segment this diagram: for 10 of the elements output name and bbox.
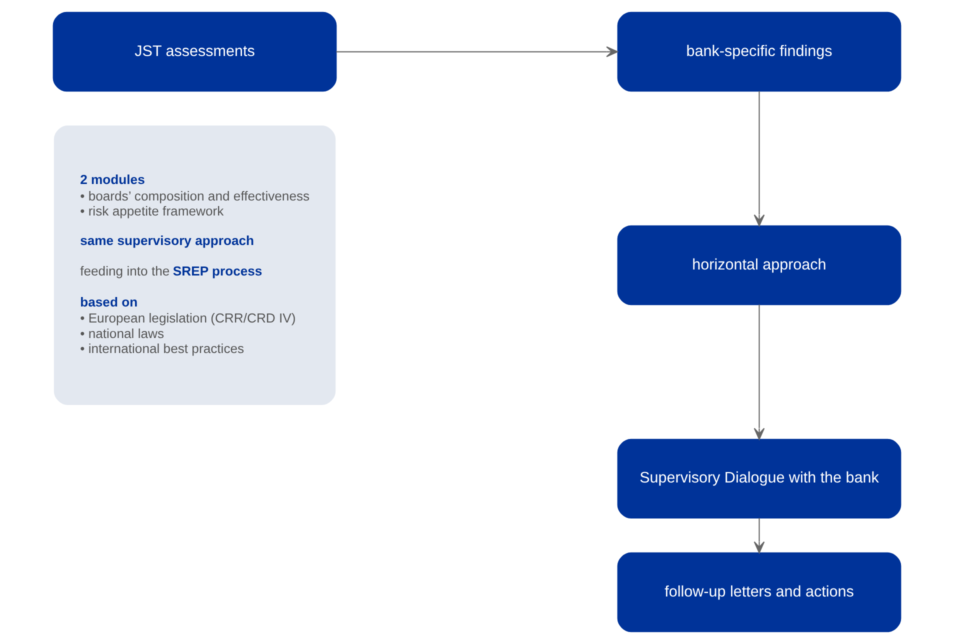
arrow: [753, 518, 764, 554]
node-box: horizontal approach: [616, 225, 901, 306]
node-box: JST assessments: [52, 12, 336, 92]
node-box: follow-up letters and actions: [616, 552, 901, 632]
node-box: Supervisory Dialogue with the bank: [616, 438, 901, 519]
arrow: [753, 304, 764, 440]
node-box: bank-specific findings: [616, 12, 901, 92]
arrow: [336, 46, 618, 58]
node-box: 2 modules • boards’ composition and effectiveness • risk appetite framework same supervisory approach feeding into the SREP process based on • European legislation (CRR/CRD IV) • national laws • international best practices: [53, 125, 336, 405]
arrow: [753, 91, 764, 226]
